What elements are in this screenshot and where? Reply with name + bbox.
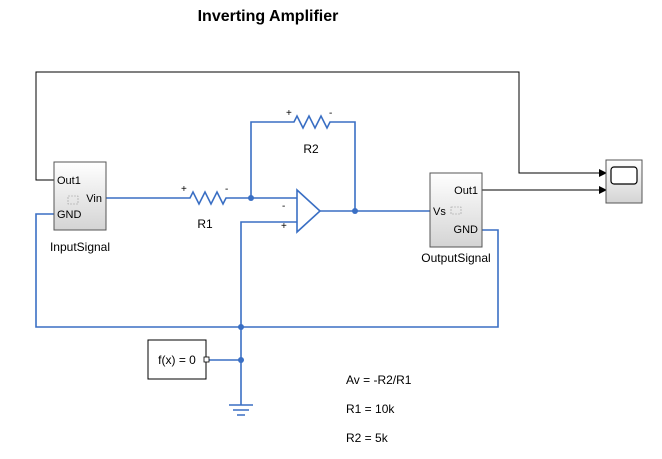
r2-plus-sign: +	[286, 108, 292, 119]
scope-input-line-1[interactable]	[35, 71, 607, 181]
junctions	[238, 195, 358, 363]
r1-label: R1	[197, 217, 213, 231]
input-signal-gnd-port: GND	[57, 209, 82, 221]
solver-config-block[interactable]: f(x) = 0	[147, 339, 210, 380]
resistor-r2-icon	[282, 114, 336, 130]
opamp-triangle-icon	[296, 188, 322, 234]
r1-value-annotation: R1 = 10k	[346, 402, 395, 416]
solver-config-box	[147, 339, 207, 380]
output-signal-vs-port: Vs	[433, 206, 446, 218]
r1-plus-sign: +	[181, 184, 187, 195]
output-signal-gnd-port: GND	[454, 224, 479, 236]
junction-dot	[248, 195, 254, 201]
output-signal-out1-port: Out1	[454, 185, 478, 197]
input-signal-vin-port: Vin	[86, 193, 102, 205]
wire-opamp-plus-ground[interactable]	[240, 221, 277, 405]
scope-block[interactable]	[605, 159, 643, 204]
wire-node-r2[interactable]	[250, 121, 282, 198]
wire-ground-bus[interactable]	[35, 213, 499, 328]
resistor-r2[interactable]: + - R2	[282, 108, 336, 156]
input-signal-label: InputSignal	[50, 240, 110, 254]
solver-port-icon	[203, 356, 210, 363]
page-title: Inverting Amplifier	[198, 8, 339, 25]
junction-dot	[238, 357, 244, 363]
junction-dot	[352, 208, 358, 214]
junction-dot	[238, 324, 244, 330]
ground-icon	[229, 404, 253, 416]
opamp-minus-sign: -	[282, 201, 285, 212]
resistor-r1-icon	[178, 190, 234, 206]
r2-label: R2	[303, 142, 319, 156]
opamp-plus-sign: +	[281, 221, 287, 232]
wire-r2-output[interactable]	[336, 121, 356, 211]
output-signal-inner-icon	[450, 206, 462, 215]
physical-lines	[35, 121, 499, 405]
output-signal-label: OutputSignal	[421, 251, 490, 265]
opamp[interactable]: - +	[277, 188, 322, 234]
input-signal-block[interactable]: Out1 Vin GND InputSignal	[50, 161, 110, 254]
input-signal-inner-icon	[67, 195, 79, 205]
r1-minus-sign: -	[225, 184, 228, 195]
resistor-r1[interactable]: + - R1	[178, 184, 234, 231]
gain-annotation: Av = -R2/R1	[346, 373, 412, 387]
r2-minus-sign: -	[329, 108, 332, 119]
scope-screen-icon	[610, 166, 638, 185]
electrical-ground[interactable]	[229, 404, 253, 416]
input-signal-box	[53, 161, 107, 231]
output-signal-block[interactable]: Out1 Vs GND OutputSignal	[421, 172, 491, 265]
output-signal-box	[429, 172, 483, 248]
signal-lines	[35, 71, 607, 194]
input-signal-out1-port: Out1	[57, 175, 81, 187]
solver-config-label: f(x) = 0	[158, 353, 196, 367]
r2-value-annotation: R2 = 5k	[346, 431, 389, 445]
